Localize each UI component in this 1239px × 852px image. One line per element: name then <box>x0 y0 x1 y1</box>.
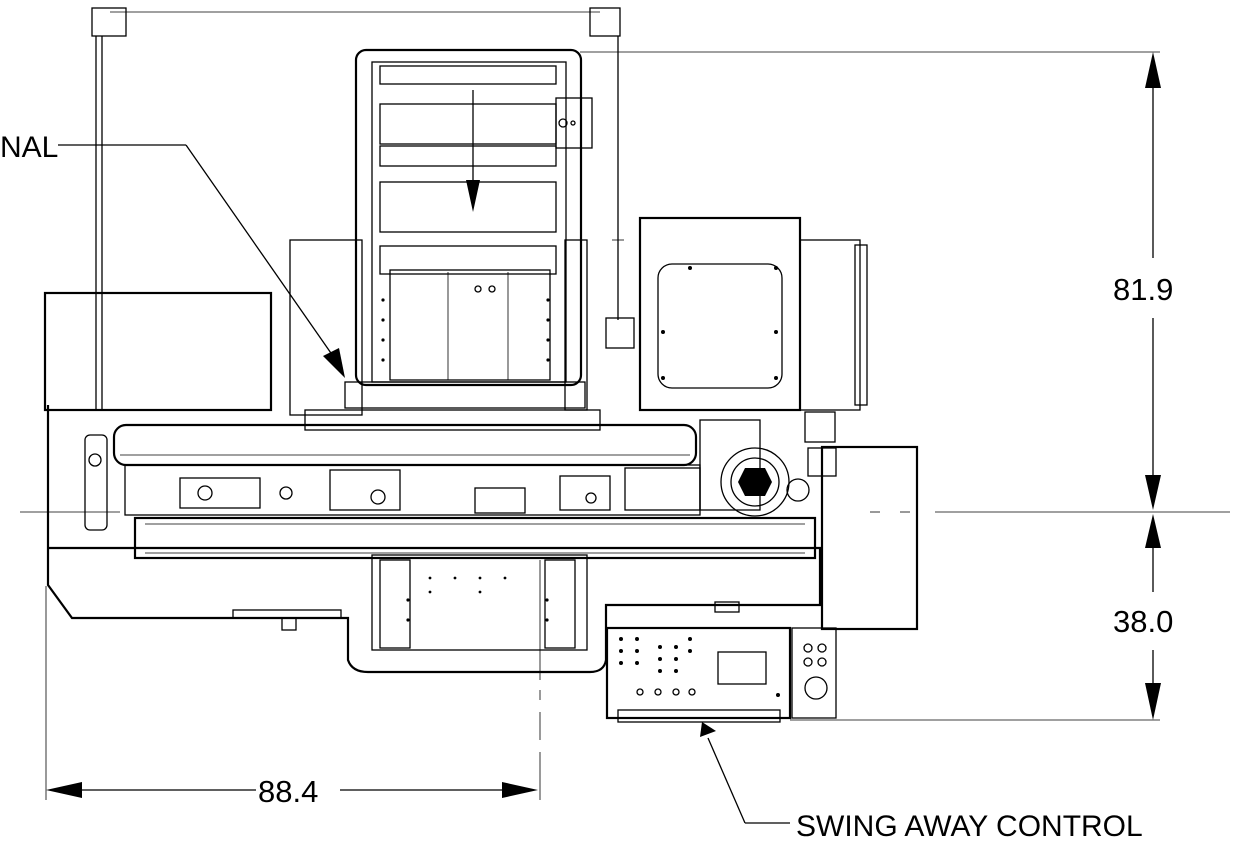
control-panel <box>605 626 837 723</box>
motor <box>699 411 837 517</box>
dimension-height-upper: 81.9 <box>1113 272 1173 307</box>
dimension-lines <box>45 51 1161 800</box>
electrical-enclosure <box>638 216 868 412</box>
machine-outline <box>43 7 919 723</box>
cylinder-tower <box>354 48 593 387</box>
leader-lines <box>58 144 790 824</box>
dimension-width: 88.4 <box>258 774 318 809</box>
callout-swing-away-control: SWING AWAY CONTROL <box>796 810 1143 843</box>
dimension-height-lower: 38.0 <box>1113 604 1173 639</box>
centerlines <box>20 511 1230 800</box>
callout-top-left: NAL <box>0 131 58 164</box>
